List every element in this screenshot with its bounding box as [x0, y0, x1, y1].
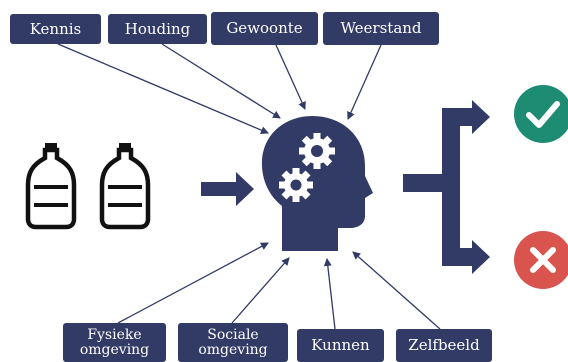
- arrow-fysieke-omgeving: [117, 242, 269, 324]
- label-houding: Houding: [108, 14, 207, 44]
- label-weerstand: Weerstand: [323, 12, 439, 45]
- label-fysieke-omgeving: Fysieke omgeving: [63, 323, 166, 362]
- arrow-zelfbeeld: [352, 251, 441, 330]
- label-sociale-omgeving: Sociale omgeving: [178, 323, 288, 362]
- influence-arrows-top: [57, 43, 382, 134]
- plastic-bottle-icon: [99, 143, 151, 230]
- arrow-sociale-omgeving: [231, 257, 290, 324]
- check-icon: [514, 85, 568, 143]
- label-zelfbeeld: Zelfbeeld: [396, 329, 492, 362]
- head-with-gears-icon: [261, 116, 373, 251]
- arrow-gewoonte: [275, 44, 306, 110]
- label-kennis: Kennis: [10, 14, 101, 44]
- arrow-kunnen: [323, 258, 336, 330]
- arrow-kennis: [57, 43, 269, 134]
- label-kunnen: Kunnen: [297, 329, 384, 362]
- arrow-houding: [161, 43, 281, 119]
- input-arrow: [201, 172, 254, 206]
- outcome-fork-arrow: [403, 100, 490, 274]
- influence-arrows-bottom: [117, 242, 441, 330]
- cross-icon: [514, 231, 568, 289]
- label-gewoonte: Gewoonte: [211, 12, 318, 45]
- arrow-weerstand: [347, 44, 382, 120]
- plastic-bottle-icon: [25, 143, 77, 230]
